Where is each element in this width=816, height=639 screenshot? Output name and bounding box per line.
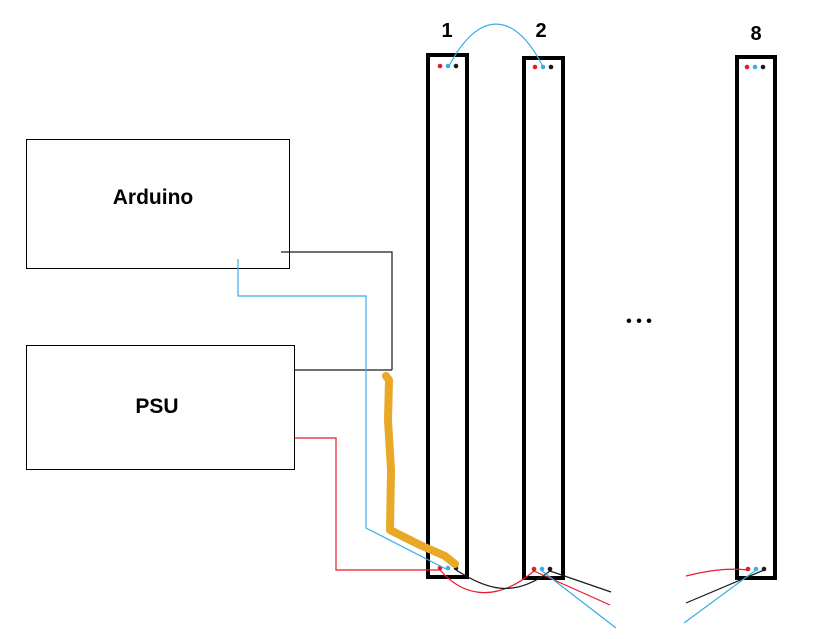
led-strip-8: 8 [735,23,777,580]
strip-1-label: 1 [441,20,452,42]
strip-1-top-plus-pad [437,63,443,69]
bottom-ground-chain-wire [455,569,551,590]
strip-8-incoming-data-wire [683,569,757,624]
strip-8-label: 8 [750,23,761,45]
data-jumper-wire-strip1-to-strip2 [448,23,544,68]
more-strips-ellipsis: • • • [626,313,652,330]
strip-1-top-gnd-pad [453,63,459,69]
psu-box: PSU [26,345,295,470]
arduino-ground-wire [281,251,393,370]
strip-2-bottom-data-pad [539,566,545,572]
strip-2-top-plus-pad [532,64,538,70]
strip-2-bottom-plus-pad [531,566,537,572]
led-strip-2: 2 [522,20,565,580]
strip-2-outgoing-power-wire [533,570,611,606]
strip-8-top-gnd-pad [760,64,766,70]
arduino-data-wire [237,259,449,571]
strip-2-bottom-gnd-pad [547,566,553,572]
strip-8-bottom-plus-pad [745,566,751,572]
psu-power-wire [295,437,440,571]
arduino-label: Arduino [113,186,193,209]
highlighted-data-path [382,372,459,568]
strip-8-top-data-pad [752,64,758,70]
strip-8-incoming-ground-wire [685,569,765,604]
strip-2-label: 2 [535,20,546,42]
strip-2-top-gnd-pad [548,64,554,70]
arduino-box: Arduino [26,139,290,269]
psu-label: PSU [135,395,178,418]
bottom-power-chain-wire [439,569,535,594]
led-strip-1: 1 [426,20,469,579]
strip-8-incoming-power-wire [685,568,749,577]
strip-2-outgoing-data-wire [541,570,617,629]
strip-8-top-plus-pad [744,64,750,70]
strip-2-outgoing-ground-wire [549,570,612,593]
